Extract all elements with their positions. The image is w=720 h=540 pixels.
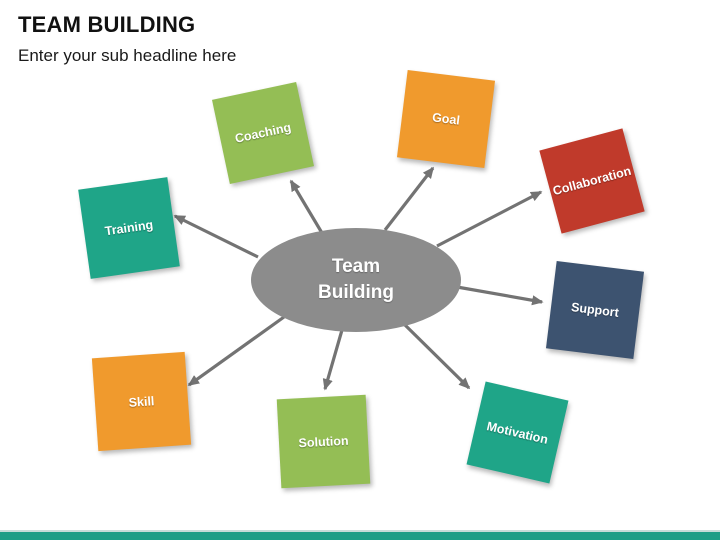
node-label: Goal (431, 110, 461, 128)
connector-arrow-skill (187, 315, 285, 387)
center-label-line1: Team (331, 256, 381, 277)
node-label: Training (103, 217, 155, 239)
node-coaching: Coaching (211, 81, 315, 185)
footer-bar (0, 532, 720, 540)
connector-arrow-collaboration (436, 190, 543, 248)
node-label: Motivation (484, 418, 550, 446)
center-ellipse: Team Building (251, 228, 461, 332)
connector-arrow-goal (383, 166, 435, 231)
page-subtitle: Enter your sub headline here (18, 46, 237, 65)
node-solution: Solution (276, 394, 370, 488)
page-title: TEAM BUILDING (18, 12, 196, 37)
node-label: Skill (127, 393, 155, 409)
connector-arrow-support (456, 285, 544, 306)
connector-arrow-coaching (289, 179, 324, 234)
connector-arrow-training (173, 214, 259, 259)
node-label: Collaboration (551, 163, 633, 199)
node-goal: Goal (396, 69, 496, 169)
center-label-line2: Building (318, 282, 394, 303)
connector-arrow-motivation (402, 322, 471, 390)
node-skill: Skill (91, 351, 191, 451)
node-label: Solution (297, 432, 349, 450)
node-label: Coaching (233, 120, 293, 146)
node-support: Support (545, 260, 645, 360)
connector-arrow-solution (322, 329, 344, 391)
node-label: Support (570, 300, 620, 320)
node-training: Training (78, 177, 180, 279)
node-motivation: Motivation (466, 381, 568, 483)
footer-accent-line (0, 530, 720, 532)
